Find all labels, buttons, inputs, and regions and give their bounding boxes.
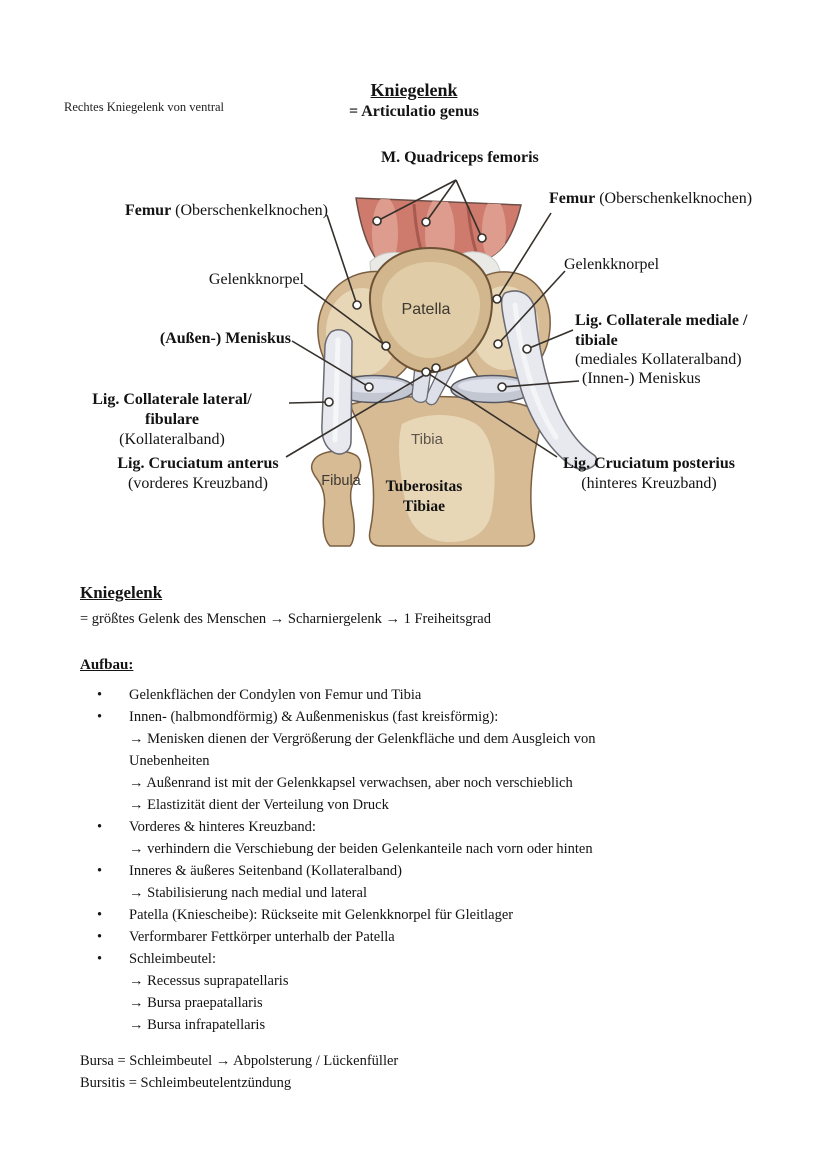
bullet-item: •Innen- (halbmondförmig) & Außenmeniskus… (97, 706, 775, 728)
arrow-sub-item: → Recessus suprapatellaris (129, 973, 289, 989)
bullet-marker: • (97, 929, 103, 945)
arrow-sub-item: → Außenrand ist mit der Gelenkkapsel ver… (129, 775, 573, 791)
bullet-marker: • (97, 951, 103, 967)
bullet-marker: • (97, 709, 103, 725)
label-cartilage-left: Gelenkknorpel (208, 271, 304, 288)
arrow-sub-item: → Bursa infrapatellaris (129, 1017, 266, 1033)
illustration-labels: Patella Tibia Fibula (321, 301, 450, 489)
arrow-sub-item: → Stabilisierung nach medial und lateral (129, 885, 367, 901)
label-collateral-right: Lig. Collaterale mediale / tibiale (medi… (575, 312, 748, 368)
meniscus-right-shape (450, 374, 534, 404)
label-meniscus-right: (Innen-) Meniskus (582, 370, 701, 387)
bullet-item: •Verformbarer Fettkörper unterhalb der P… (97, 926, 775, 948)
footer-line: Bursa = Schleimbeutel → Abpolsterung / L… (80, 1053, 399, 1069)
tuberositas-label: Tuberositas Tibiae (386, 478, 463, 515)
page-header: Kniegelenk = Articulatio genus (0, 80, 828, 121)
label-cruciate-posterior: Lig. Cruciatum posterius (hinteres Kreuz… (563, 455, 735, 492)
arrow-sub-item: → Elastizität dient der Verteilung von D… (129, 797, 389, 813)
bullet-item: •Patella (Kniescheibe): Rückseite mit Ge… (97, 904, 775, 926)
page-title: Kniegelenk (370, 80, 458, 100)
fibula-shape (310, 450, 362, 547)
page-subtitle: = Articulatio genus (348, 103, 479, 120)
label-cruciate-anterior: Lig. Cruciatum anterus (vorderes Kreuzba… (117, 455, 279, 492)
tibia-shape (350, 395, 541, 547)
side-note: Rechtes Kniegelenk von ventral (64, 100, 225, 114)
label-quadriceps: M. Quadriceps femoris (381, 149, 539, 166)
notes-heading: Kniegelenk (80, 583, 163, 602)
bullet-marker: • (97, 819, 103, 835)
bullet-marker: • (97, 687, 103, 703)
label-femur-left: Femur (Oberschenkelknochen) (124, 202, 328, 219)
notes-section-heading: Aufbau: (80, 657, 134, 673)
arrow-sub-item: → Bursa praepatallaris (129, 995, 263, 1011)
bullet-item: •Vorderes & hinteres Kreuzband: (97, 816, 775, 838)
bullet-marker: • (97, 863, 103, 879)
arrow-sub-item: → verhindern die Verschiebung der beiden… (129, 841, 593, 857)
bullet-item: •Inneres & äußeres Seitenband (Kollatera… (97, 860, 775, 882)
svg-text:Tuberositas: Tuberositas (386, 478, 463, 495)
svg-text:Tibiae: Tibiae (403, 498, 445, 515)
patella-shape (368, 246, 494, 374)
tibia-label: Tibia (411, 431, 444, 448)
collateral-ligament-right-shape (500, 290, 598, 471)
footer-line: Bursitis = Schleimbeutelentzündung (80, 1075, 292, 1091)
label-femur-right: Femur (Oberschenkelknochen) (549, 190, 753, 207)
bullet-item: •Gelenkflächen der Condylen von Femur un… (97, 684, 775, 706)
notes-section: Kniegelenk = größtes Gelenk des Menschen… (80, 582, 775, 1094)
leader-lines (285, 179, 580, 458)
fibula-label: Fibula (321, 473, 361, 489)
patella-label: Patella (402, 301, 451, 318)
bullet-item: •Schleimbeutel: (97, 948, 775, 970)
leader-dots (324, 216, 532, 407)
label-meniscus-left: (Außen-) Meniskus (159, 330, 291, 347)
label-cartilage-right: Gelenkknorpel (564, 256, 660, 273)
notes-intro: = größtes Gelenk des Menschen → Scharnie… (80, 611, 491, 627)
label-collateral-left: Lig. Collaterale lateral/ fibulare (Koll… (92, 391, 252, 448)
bullet-marker: • (97, 907, 103, 923)
arrow-sub-item: → Menisken dienen der Vergrößerung der G… (129, 731, 596, 769)
collateral-ligament-left-shape (321, 329, 353, 455)
notes-footer: Bursa = Schleimbeutel → Abpolsterung / L… (80, 1050, 775, 1094)
